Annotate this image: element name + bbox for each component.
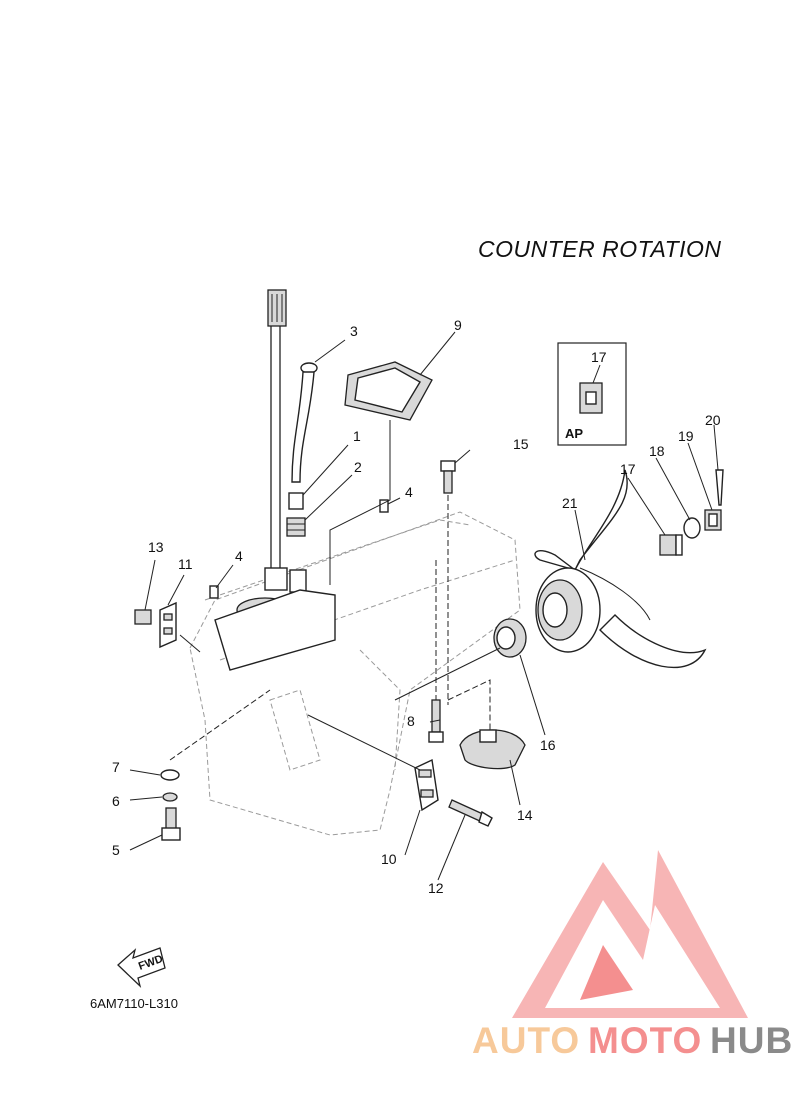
water-tube [291, 362, 318, 483]
dowel-pin-left [209, 585, 219, 599]
callout-17: 17 [620, 461, 636, 477]
callout-2: 2 [354, 459, 362, 475]
bolt-5 [161, 807, 181, 841]
washer-18 [683, 517, 701, 539]
callout-8: 8 [407, 713, 415, 729]
watermark-logo [512, 850, 748, 1018]
callout-14: 14 [517, 807, 533, 823]
drive-shaft [264, 289, 288, 591]
callout-7: 7 [112, 759, 120, 775]
callout-21: 21 [562, 495, 578, 511]
watermark-text-auto: AUTO [472, 1020, 580, 1061]
spacer-ap [579, 382, 603, 414]
washer [160, 769, 180, 781]
dowel-pin-right [379, 499, 389, 513]
callout-19: 19 [678, 428, 694, 444]
propeller-nut [704, 509, 722, 531]
gasket [344, 361, 433, 421]
ap-label: AP [565, 426, 583, 441]
callout-11: 11 [178, 556, 193, 572]
anode-14 [459, 729, 526, 770]
diagram-title: COUNTER ROTATION [478, 236, 722, 262]
callout-3: 3 [350, 323, 358, 339]
bolt-8 [428, 699, 444, 743]
callout-15: 15 [513, 436, 529, 452]
callout-6: 6 [112, 793, 120, 809]
fwd-arrow-icon [117, 947, 166, 989]
spring-washer [162, 792, 178, 802]
grommet [288, 492, 304, 510]
trim-tab-bracket-11 [159, 601, 177, 649]
callout-17-ap: 17 [591, 349, 607, 365]
callout-10: 10 [381, 851, 397, 867]
thrust-washer [493, 618, 527, 658]
callout-1: 1 [353, 428, 361, 444]
watermark-text-moto: MOTO [588, 1020, 702, 1061]
callout-20: 20 [705, 412, 721, 428]
water-pump-base [214, 569, 336, 671]
screw-12 [448, 799, 493, 827]
callout-5: 5 [112, 842, 120, 858]
watermark-text-hub: HUB [710, 1020, 793, 1061]
diagram-code: 6AM7110-L310 [90, 996, 178, 1011]
ap-inset-box [557, 342, 627, 446]
callout-4-right: 4 [405, 484, 413, 500]
nut [134, 609, 152, 625]
cotter-pin [715, 469, 724, 506]
bolt-15 [440, 460, 456, 494]
anode-10 [414, 758, 439, 812]
spacer-17 [659, 534, 683, 556]
callout-18: 18 [649, 443, 665, 459]
callout-9: 9 [454, 317, 462, 333]
callout-4-left: 4 [235, 548, 243, 564]
callout-13: 13 [148, 539, 164, 555]
propeller [534, 469, 707, 669]
seal-rubber [286, 517, 306, 537]
callout-16: 16 [540, 737, 556, 753]
leader-lines [129, 331, 719, 881]
callout-12: 12 [428, 880, 444, 896]
